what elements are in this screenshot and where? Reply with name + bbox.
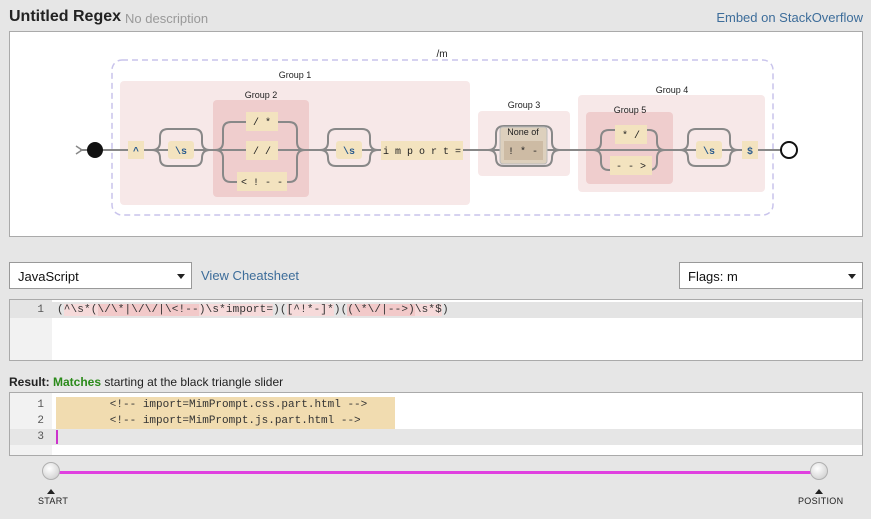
flags-select[interactable]: Flags: m	[679, 262, 863, 289]
token-ws-2	[336, 141, 362, 159]
token-arrow-end-text: - - >	[616, 162, 646, 173]
token-star-slash-text: * /	[622, 130, 640, 142]
token-caret-text: ^	[133, 146, 139, 158]
position-slider-track[interactable]	[51, 471, 819, 474]
start-node	[87, 142, 103, 158]
line-gutter-rest	[10, 318, 52, 360]
regex-part: (	[279, 304, 287, 316]
line-number: 2	[37, 415, 44, 427]
cheatsheet-link[interactable]: View Cheatsheet	[201, 268, 300, 283]
multiline-frame	[111, 59, 774, 216]
start-label: START	[38, 496, 69, 506]
position-label: POSITION	[798, 496, 844, 506]
regex-part: (	[57, 304, 64, 316]
regex-editor[interactable]: 1 (^\s*(\/\*|\/\/|\<!--)\s*import=)([^!*…	[9, 299, 863, 361]
regex-part: (\*\/|-->)	[347, 304, 415, 316]
token-ws-2-text: \s	[343, 146, 355, 158]
token-ws-1	[168, 141, 194, 159]
token-dollar	[742, 141, 758, 159]
token-caret	[128, 141, 144, 159]
token-slash-star	[246, 112, 278, 131]
token-arrow-end	[610, 156, 652, 175]
regex-part: \/\*|\/\/|\<!--	[97, 304, 199, 316]
flag-label: /m	[436, 49, 447, 60]
start-triangle-icon[interactable]	[47, 489, 55, 494]
group-5-label: Group 5	[614, 105, 647, 115]
railroad-diagram: /m Group 1 Group 2 Group 3 Group 4 Group…	[9, 31, 863, 237]
language-select[interactable]: JavaScript	[9, 262, 192, 289]
token-not-chars	[504, 141, 543, 160]
group-1-label: Group 1	[279, 70, 312, 80]
line-number: 3	[37, 431, 44, 443]
none-of-label: None of	[507, 127, 539, 137]
embed-link[interactable]: Embed on StackOverflow	[716, 10, 863, 25]
text-cursor	[56, 430, 58, 444]
result-status: Matches	[53, 375, 102, 389]
regex-part: )\s*import=	[198, 304, 274, 316]
regex-title[interactable]: Untitled Regex	[9, 8, 122, 25]
match-highlight	[56, 413, 395, 429]
token-slash-star-text: / *	[253, 117, 271, 129]
token-not-chars-text: ! * -	[508, 146, 538, 158]
token-ws-3-text: \s	[703, 146, 715, 158]
token-ws-1-text: \s	[175, 146, 187, 158]
header: Untitled Regex No description Embed on S…	[9, 8, 863, 30]
token-html-comment-text: < ! - -	[241, 178, 283, 189]
regex-input[interactable]: (^\s*(\/\*|\/\/|\<!--)\s*import=)([^!*-]…	[57, 304, 449, 316]
position-triangle-icon[interactable]	[815, 489, 823, 494]
regex-part: \s*$	[414, 304, 442, 316]
result-prefix: Result:	[9, 375, 50, 389]
result-label: Result: Matches starting at the black tr…	[9, 375, 283, 389]
token-slash-slash	[246, 141, 278, 160]
token-import	[381, 141, 463, 160]
active-line-highlight	[10, 429, 862, 445]
line-number: 1	[37, 304, 44, 316]
language-select-value: JavaScript	[18, 269, 79, 284]
token-star-slash	[615, 125, 647, 144]
test-line[interactable]: <!-- import=MimPrompt.js.part.html -->	[57, 415, 361, 427]
line-number: 1	[37, 399, 44, 411]
result-suffix: starting at the black triangle slider	[104, 375, 284, 389]
group-3-label: Group 3	[508, 100, 541, 110]
flags-select-value: Flags: m	[688, 269, 738, 284]
regex-part: )	[333, 304, 341, 316]
regex-part: )	[441, 304, 449, 316]
chevron-down-icon	[177, 274, 185, 279]
token-ws-3	[696, 141, 722, 159]
regex-part: )	[273, 304, 280, 316]
regex-part: (	[340, 304, 348, 316]
match-highlight	[56, 397, 395, 413]
test-string-editor[interactable]: 1 2 3 <!-- import=MimPrompt.css.part.htm…	[9, 392, 863, 456]
group-2-label: Group 2	[245, 90, 278, 100]
position-slider-handle[interactable]	[810, 462, 828, 480]
token-html-comment	[237, 172, 287, 191]
regex-description[interactable]: No description	[125, 11, 209, 26]
line-gutter	[10, 300, 52, 318]
group-4-label: Group 4	[656, 85, 689, 95]
test-line[interactable]: <!-- import=MimPrompt.css.part.html -->	[57, 399, 368, 411]
chevron-down-icon	[848, 274, 856, 279]
end-node	[780, 141, 798, 159]
token-slash-slash-text: / /	[253, 146, 271, 158]
start-slider-handle[interactable]	[42, 462, 60, 480]
regex-part: [^!*-]*	[286, 304, 334, 316]
regex-part: ^\s*(	[63, 304, 98, 316]
token-import-text: i m p o r t =	[383, 146, 461, 158]
token-dollar-text: $	[747, 146, 753, 158]
